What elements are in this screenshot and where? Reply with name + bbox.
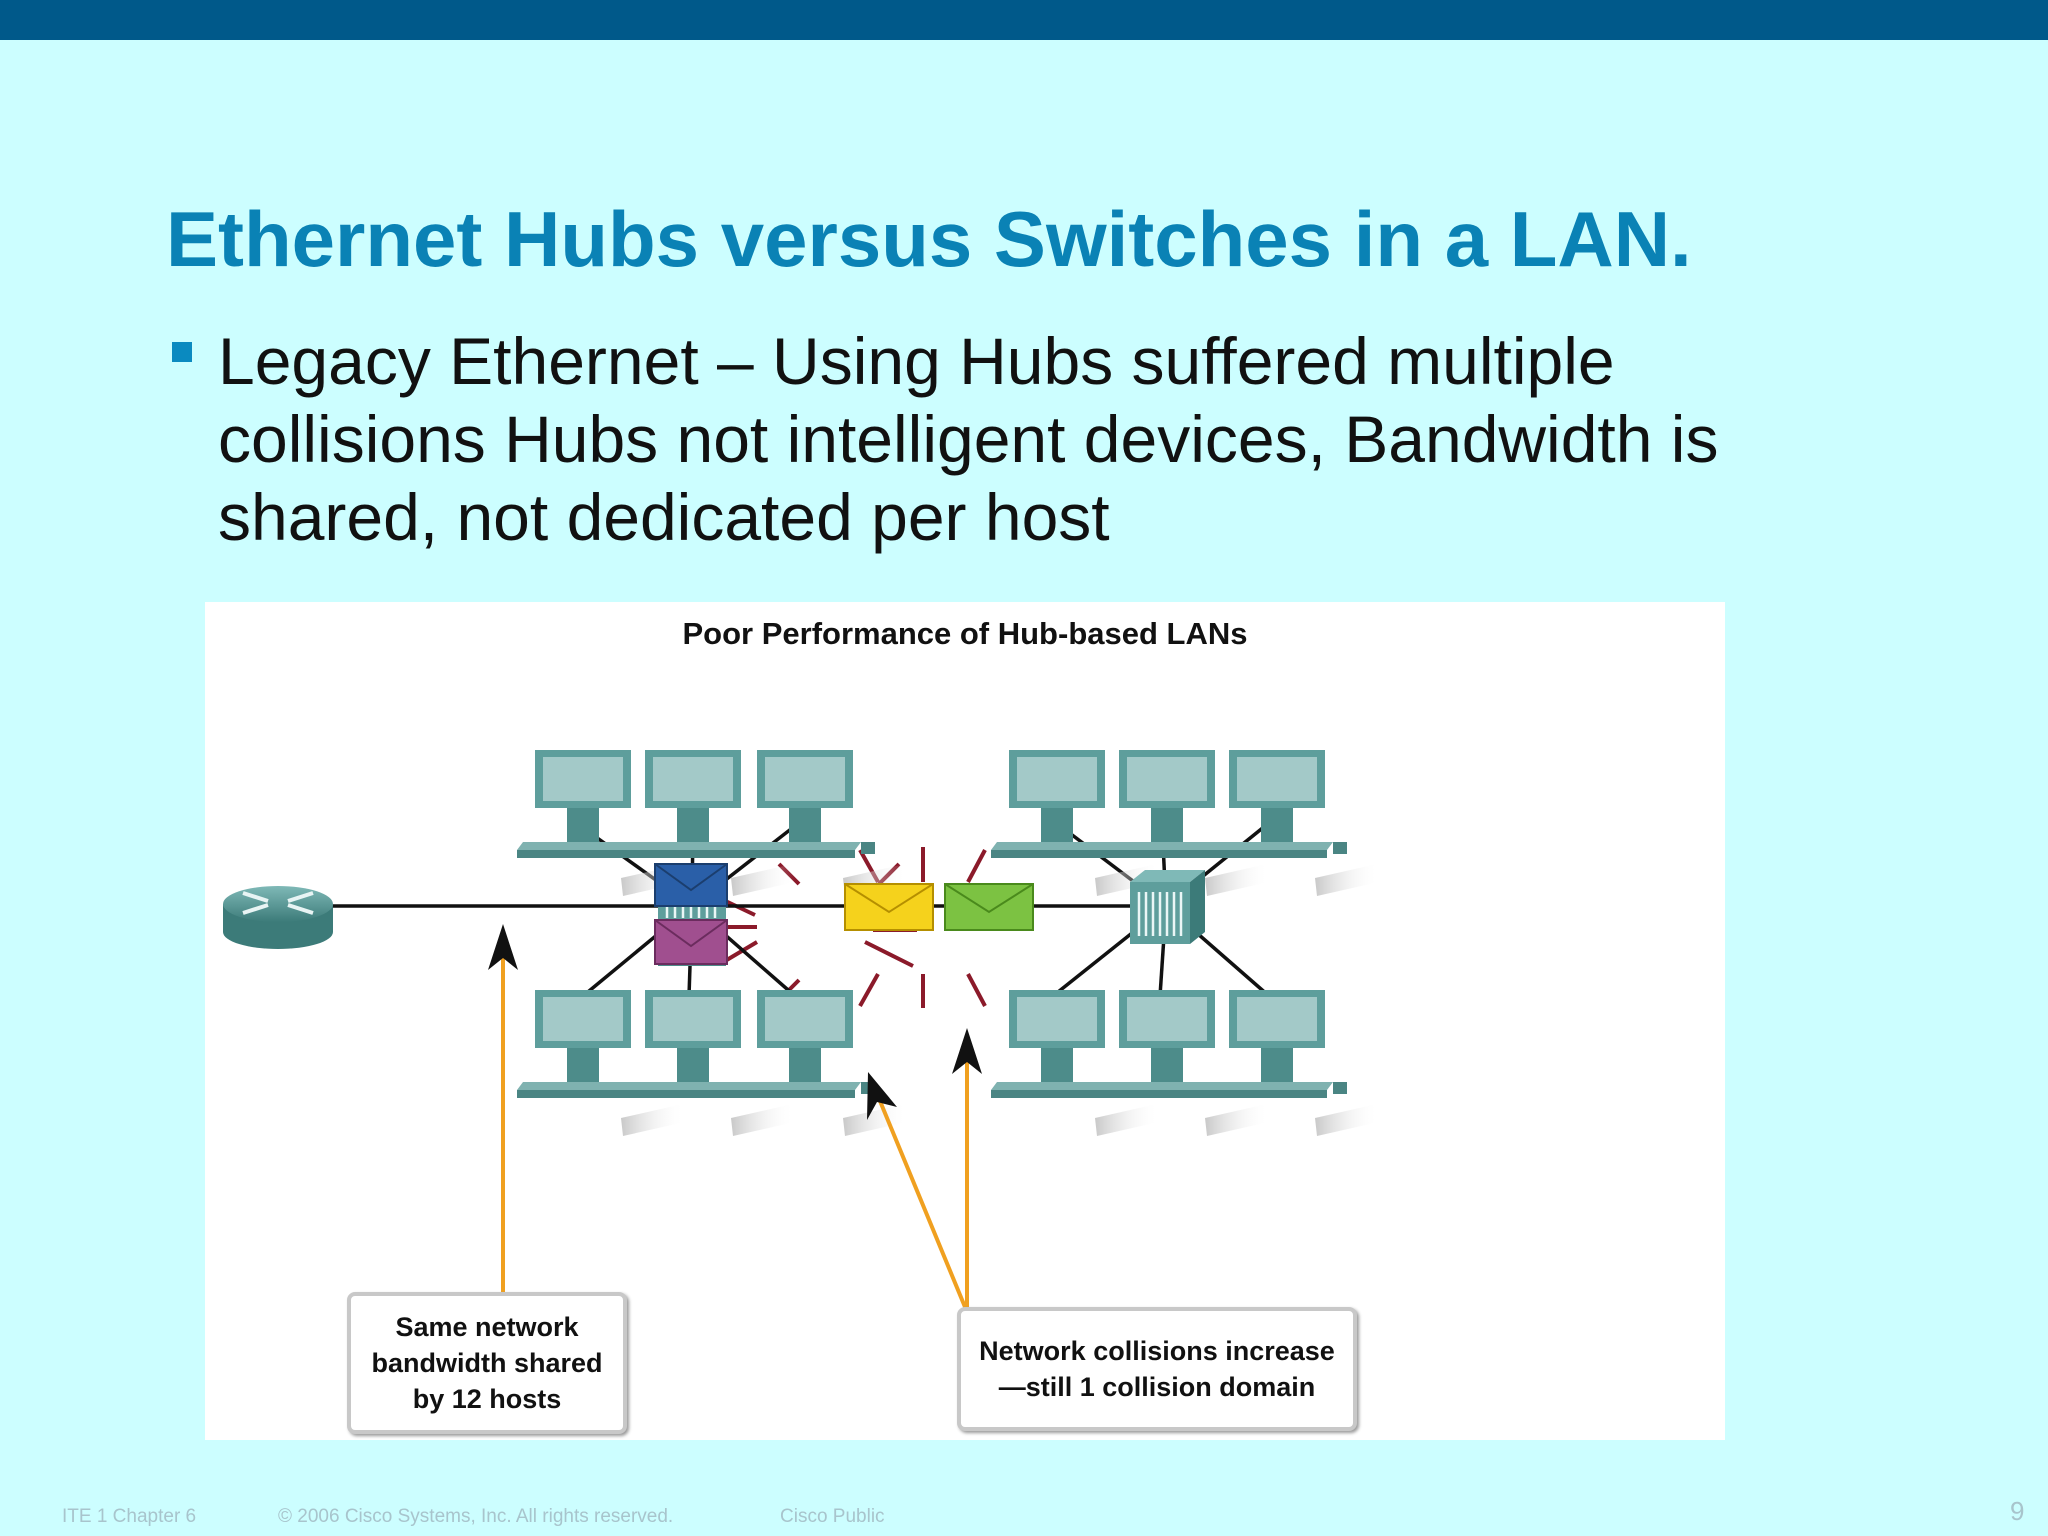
arrow-up-icon xyxy=(867,1072,967,1308)
network-figure: Poor Performance of Hub-based LANs Same … xyxy=(205,602,1725,1440)
arrow-up-icon xyxy=(488,924,518,1292)
envelope-icon xyxy=(654,863,728,907)
slide-title: Ethernet Hubs versus Switches in a LAN. xyxy=(166,195,1692,283)
router-icon xyxy=(223,886,333,949)
network-diagram xyxy=(223,750,1379,1308)
callout-shared-bandwidth: Same network bandwidth shared by 12 host… xyxy=(347,1292,627,1434)
switch-icon xyxy=(1130,870,1205,944)
envelope-icon xyxy=(844,883,934,931)
footer-chapter: ITE 1 Chapter 6 xyxy=(62,1506,197,1527)
envelope-icon xyxy=(654,919,728,965)
top-bar xyxy=(0,0,2048,40)
bullet-marker-icon xyxy=(172,342,192,362)
bullet-text: Legacy Ethernet – Using Hubs suffered mu… xyxy=(218,324,1719,554)
arrow-up-icon xyxy=(952,1028,982,1307)
callout-collision-domain: Network collisions increase—still 1 coll… xyxy=(957,1307,1357,1431)
footer-classification: Cisco Public xyxy=(780,1506,885,1527)
page-number: 9 xyxy=(2010,1496,2025,1526)
figure-title: Poor Performance of Hub-based LANs xyxy=(682,616,1248,651)
envelope-icon xyxy=(944,883,1034,931)
footer-copyright: © 2006 Cisco Systems, Inc. All rights re… xyxy=(278,1506,674,1527)
